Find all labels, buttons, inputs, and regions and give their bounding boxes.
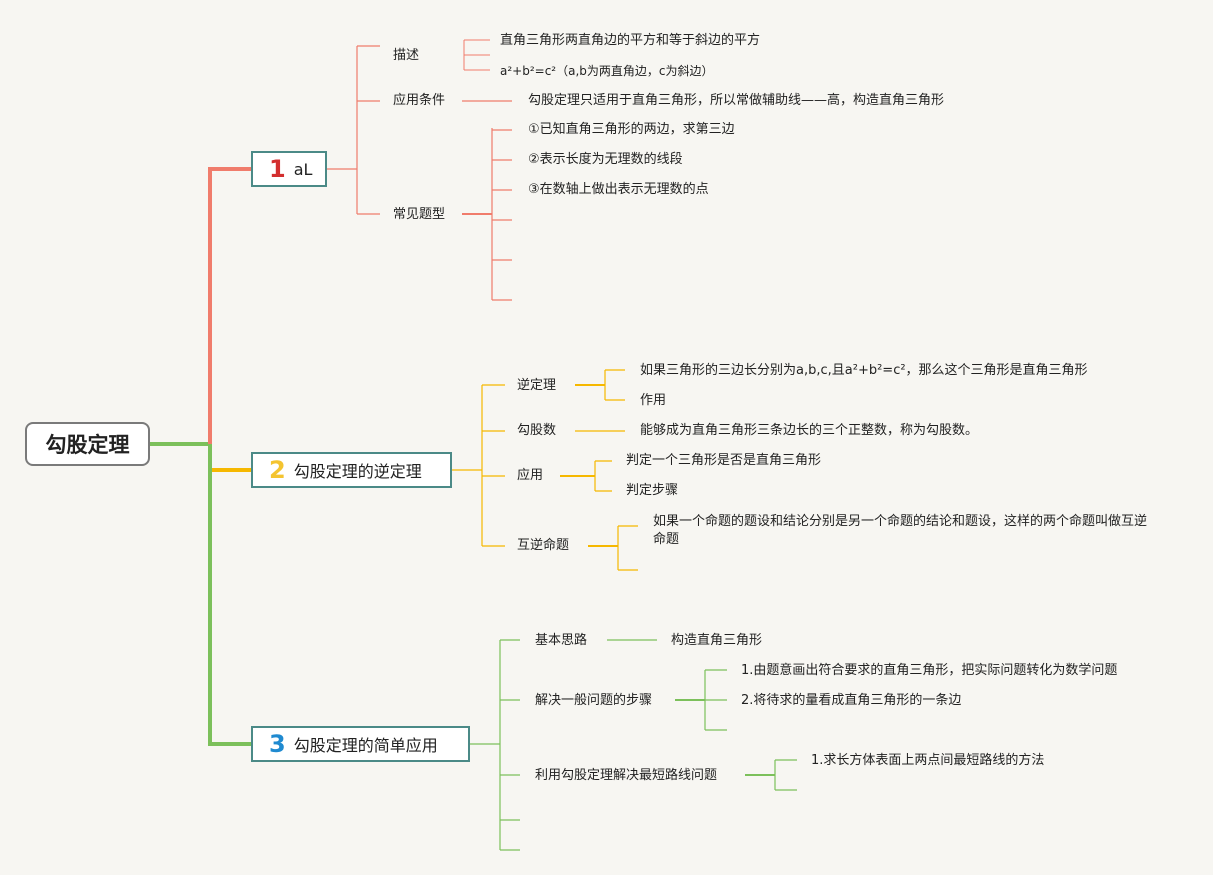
number-2-icon: 2 (269, 456, 286, 484)
topic1-branches (327, 39, 512, 301)
apply-item[interactable]: 判定步骤 (626, 483, 679, 498)
basic-text[interactable]: 构造直角三角形 (671, 633, 763, 648)
steps-item[interactable]: 1.由题意画出符合要求的直角三角形，把实际问题转化为数学问题 (741, 663, 1118, 678)
trunk-to-topic3 (208, 444, 251, 746)
basic-label[interactable]: 基本思路 (535, 633, 588, 648)
types-item[interactable]: ③在数轴上做出表示无理数的点 (528, 182, 709, 197)
converse-label[interactable]: 逆定理 (517, 378, 557, 393)
mutual-label[interactable]: 互逆命题 (517, 538, 570, 553)
condition-text[interactable]: 勾股定理只适用于直角三角形，所以常做辅助线——高，构造直角三角形 (528, 93, 945, 108)
topic-1[interactable]: 1 aL (251, 151, 327, 187)
root-topic[interactable]: 勾股定理 (25, 422, 150, 466)
topic-1-title: aL (293, 159, 313, 179)
number-1-icon: 1 (269, 155, 286, 183)
describe-label[interactable]: 描述 (393, 48, 420, 63)
topic-3[interactable]: 3 勾股定理的简单应用 (251, 726, 470, 762)
types-item[interactable]: ①已知直角三角形的两边，求第三边 (528, 122, 735, 137)
topic-2[interactable]: 2 勾股定理的逆定理 (251, 452, 452, 488)
trunk-to-topic1 (208, 167, 251, 444)
shortest-label[interactable]: 利用勾股定理解决最短路线问题 (535, 768, 718, 783)
converse-item[interactable]: 如果三角形的三边长分别为a,b,c,且a²+b²=c²，那么这个三角形是直角三角… (640, 363, 1088, 378)
describe-item[interactable]: a²+b²=c²（a,b为两直角边，c为斜边） (500, 64, 714, 78)
types-item[interactable]: ②表示长度为无理数的线段 (528, 152, 683, 167)
topic2-branches (452, 369, 638, 571)
types-label[interactable]: 常见题型 (393, 207, 446, 222)
topic3-branches (470, 639, 797, 851)
shortest-item[interactable]: 1.求长方体表面上两点间最短路线的方法 (811, 753, 1045, 768)
apply-item[interactable]: 判定一个三角形是否是直角三角形 (626, 453, 822, 468)
condition-label[interactable]: 应用条件 (393, 93, 446, 108)
pythag-num-label[interactable]: 勾股数 (517, 423, 557, 438)
converse-item[interactable]: 作用 (640, 393, 667, 408)
steps-item[interactable]: 2.将待求的量看成直角三角形的一条边 (741, 693, 962, 708)
pythag-num-text[interactable]: 能够成为直角三角形三条边长的三个正整数，称为勾股数。 (640, 423, 979, 438)
number-3-icon: 3 (269, 730, 286, 758)
apply-label[interactable]: 应用 (517, 468, 544, 483)
steps-label[interactable]: 解决一般问题的步骤 (535, 693, 653, 708)
topic-3-title: 勾股定理的简单应用 (293, 736, 438, 755)
mutual-text[interactable]: 如果一个命题的题设和结论分别是另一个命题的结论和题设，这样的两个命题叫做互逆命题 (653, 514, 1148, 547)
describe-item[interactable]: 直角三角形两直角边的平方和等于斜边的平方 (500, 33, 761, 48)
topic-2-title: 勾股定理的逆定理 (293, 462, 422, 481)
